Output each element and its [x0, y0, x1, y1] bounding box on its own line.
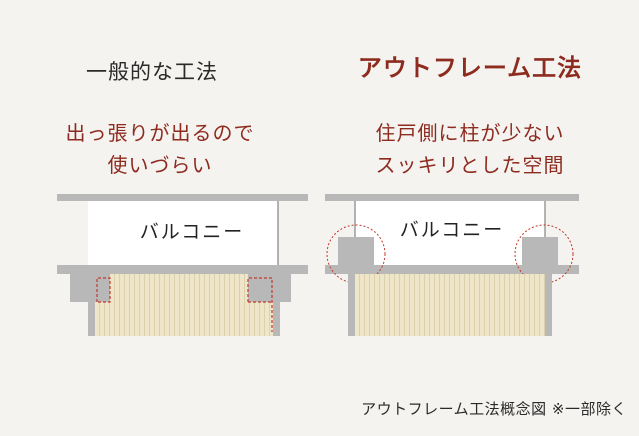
- balcony-room: [88, 201, 278, 272]
- outframe-method-description: 住戸側に柱が少ない スッキリとした空間: [330, 117, 610, 181]
- column-left-cap: [95, 274, 110, 302]
- upper-slab: [325, 194, 579, 201]
- balcony-room: [355, 201, 545, 272]
- outer-column-left: [338, 237, 374, 273]
- lower-slab: [325, 265, 579, 274]
- conventional-method-title: 一般的な工法: [86, 60, 218, 84]
- protrusion-outline-left: [96, 277, 111, 303]
- upper-slab: [57, 194, 308, 201]
- lower-wall-left: [348, 274, 355, 336]
- conventional-balcony-label: バルコニー: [140, 221, 245, 243]
- lower-wall-right: [545, 274, 552, 336]
- description-line: 出っ張りが出るので: [65, 121, 255, 145]
- lower-slab: [57, 265, 308, 274]
- diagram-caption: アウトフレーム工法概念図 ※一部除く: [361, 400, 627, 418]
- column-left-lower: [88, 302, 95, 336]
- outer-column-right: [522, 237, 558, 273]
- outframe-balcony-label: バルコニー: [400, 219, 505, 241]
- conventional-method-description: 出っ張りが出るので 使いづらい: [60, 117, 260, 181]
- description-line: 住戸側に柱が少ない: [375, 121, 565, 145]
- description-line: 使いづらい: [107, 153, 213, 177]
- conventional-diagram: [57, 194, 308, 336]
- lower-floor: [95, 274, 273, 336]
- outframe-method-title: アウトフレーム工法: [357, 53, 583, 82]
- description-line: スッキリとした空間: [375, 153, 565, 177]
- column-right-cap: [248, 274, 273, 302]
- column-right-lower: [273, 302, 280, 336]
- outframe-diagram: [325, 194, 579, 336]
- protrusion-outline-right: [247, 277, 273, 332]
- lower-floor: [355, 274, 545, 336]
